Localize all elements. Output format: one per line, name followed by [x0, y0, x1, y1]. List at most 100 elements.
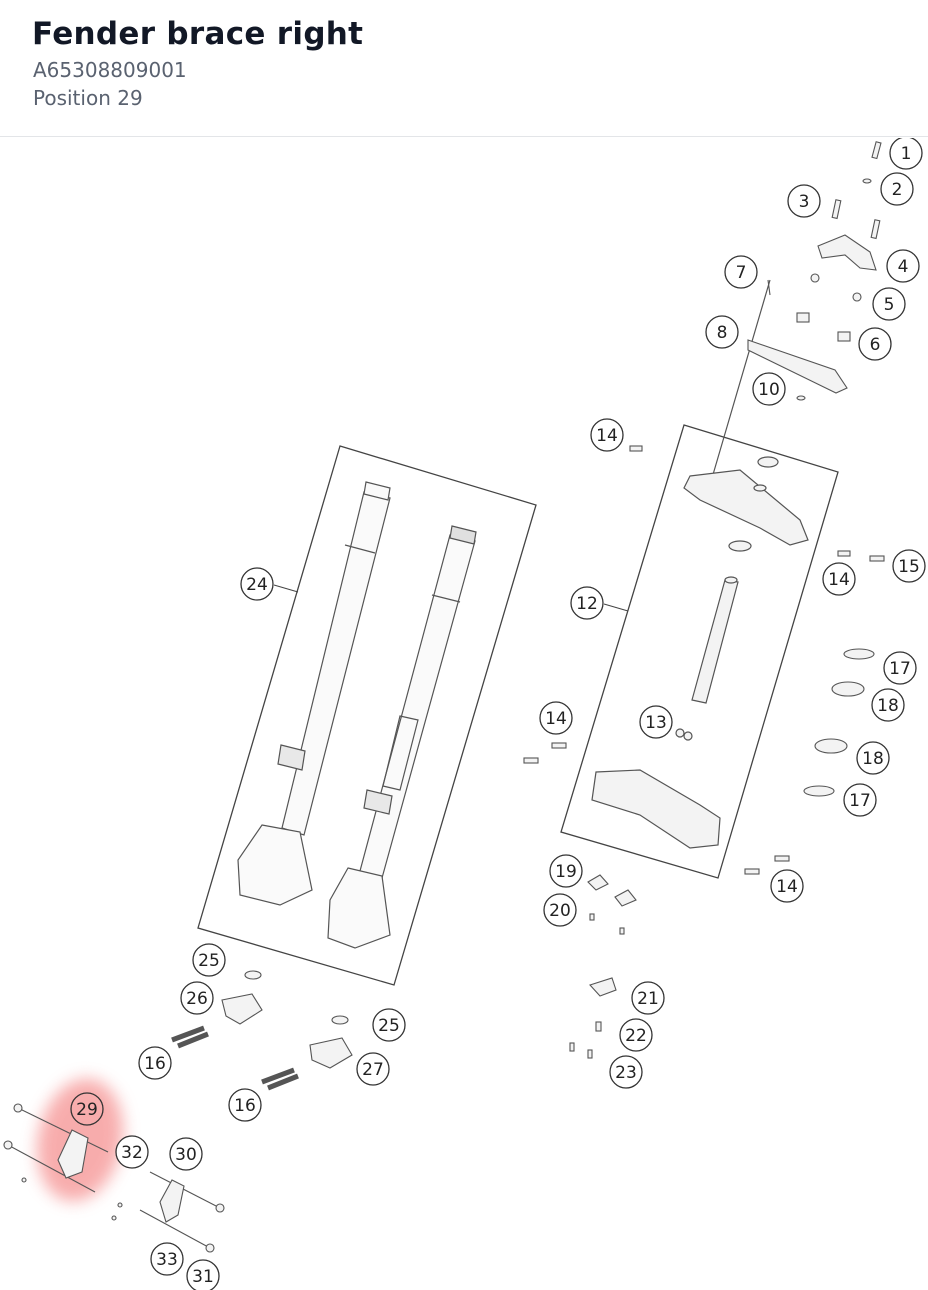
callout-14[interactable]: 14	[822, 562, 856, 596]
callout-19[interactable]: 19	[549, 854, 583, 888]
callout-17[interactable]: 17	[843, 783, 877, 817]
callout-label: 17	[849, 791, 871, 811]
callout-circle	[609, 1055, 643, 1089]
callout-16[interactable]: 16	[138, 1046, 172, 1080]
callout-circle	[883, 651, 917, 685]
callout-26[interactable]: 26	[180, 981, 214, 1015]
callout-circle	[822, 562, 856, 596]
callout-label: 25	[378, 1016, 400, 1036]
callout-13[interactable]: 13	[639, 705, 673, 739]
callout-circle	[619, 1018, 653, 1052]
callout-label: 12	[576, 594, 598, 614]
callout-27[interactable]: 27	[356, 1052, 390, 1086]
callout-circle	[770, 869, 804, 903]
triple-clamp-parts	[591, 279, 809, 849]
callout-label: 20	[549, 901, 571, 921]
callout-circle	[192, 943, 226, 977]
part-number: A65308809001	[33, 58, 187, 82]
callout-circle	[549, 854, 583, 888]
callout-12[interactable]: 12	[570, 586, 604, 620]
callout-4[interactable]: 4	[886, 249, 920, 283]
callout-29[interactable]: 29	[70, 1092, 104, 1126]
fender-brace-parts	[3, 1103, 225, 1253]
callout-circle	[787, 184, 821, 218]
triple-clamp-group-outline	[560, 424, 839, 879]
callout-label: 14	[545, 709, 567, 729]
callout-label: 7	[736, 263, 747, 283]
callout-label: 30	[175, 1145, 197, 1165]
callout-label: 16	[144, 1054, 166, 1074]
callout-circle	[169, 1137, 203, 1171]
callout-circle	[858, 327, 892, 361]
callout-label: 15	[898, 557, 920, 577]
callout-33[interactable]: 33	[150, 1242, 184, 1276]
callout-circle	[539, 701, 573, 735]
callout-32[interactable]: 32	[115, 1135, 149, 1169]
fork-leg-left	[237, 481, 391, 906]
callout-label: 8	[717, 323, 728, 343]
callout-label: 27	[362, 1060, 384, 1080]
callout-circle	[240, 567, 274, 601]
callout-circle	[886, 249, 920, 283]
callout-21[interactable]: 21	[631, 981, 665, 1015]
callout-20[interactable]: 20	[543, 893, 577, 927]
callout-circle	[372, 1008, 406, 1042]
callout-circle	[889, 138, 923, 170]
callout-2[interactable]: 2	[880, 172, 914, 206]
callout-circle	[639, 705, 673, 739]
callout-5[interactable]: 5	[872, 287, 906, 321]
callout-30[interactable]: 30	[169, 1137, 203, 1171]
leader-lines	[273, 584, 629, 612]
callout-circle	[543, 893, 577, 927]
callout-17[interactable]: 17	[883, 651, 917, 685]
callout-label: 14	[776, 877, 798, 897]
callout-circle	[590, 418, 624, 452]
callout-6[interactable]: 6	[858, 327, 892, 361]
callout-label: 14	[596, 426, 618, 446]
callout-3[interactable]: 3	[787, 184, 821, 218]
callout-circle	[872, 287, 906, 321]
callout-label: 5	[884, 295, 895, 315]
callout-label: 10	[758, 380, 780, 400]
callout-circle	[115, 1135, 149, 1169]
callout-10[interactable]: 10	[752, 372, 786, 406]
callout-circle	[843, 783, 877, 817]
callout-25[interactable]: 25	[372, 1008, 406, 1042]
callout-14[interactable]: 14	[539, 701, 573, 735]
callout-18[interactable]: 18	[856, 741, 890, 775]
callout-circle	[228, 1088, 262, 1122]
callout-circle	[705, 315, 739, 349]
callout-1[interactable]: 1	[889, 138, 923, 170]
callout-circle	[356, 1052, 390, 1086]
callout-label: 23	[615, 1063, 637, 1083]
top-small-parts	[523, 141, 885, 875]
callout-14[interactable]: 14	[770, 869, 804, 903]
callout-circle	[880, 172, 914, 206]
callout-label: 33	[156, 1250, 178, 1270]
callout-label: 2	[892, 180, 903, 200]
callout-label: 4	[898, 257, 909, 277]
callout-31[interactable]: 31	[186, 1259, 220, 1290]
callout-15[interactable]: 15	[892, 549, 926, 583]
fork-leg-right	[327, 525, 477, 949]
callout-circle	[570, 586, 604, 620]
callout-circle	[752, 372, 786, 406]
callout-24[interactable]: 24	[240, 567, 274, 601]
callout-7[interactable]: 7	[724, 255, 758, 289]
callout-23[interactable]: 23	[609, 1055, 643, 1089]
callout-label: 17	[889, 659, 911, 679]
callout-label: 18	[862, 749, 884, 769]
callout-label: 22	[625, 1026, 647, 1046]
callout-circle	[138, 1046, 172, 1080]
callout-14[interactable]: 14	[590, 418, 624, 452]
callout-22[interactable]: 22	[619, 1018, 653, 1052]
callout-16[interactable]: 16	[228, 1088, 262, 1122]
callout-label: 14	[828, 570, 850, 590]
callout-18[interactable]: 18	[871, 688, 905, 722]
callout-circle	[180, 981, 214, 1015]
callout-8[interactable]: 8	[705, 315, 739, 349]
callout-label: 6	[870, 335, 881, 355]
callout-25[interactable]: 25	[192, 943, 226, 977]
callout-label: 1	[901, 144, 912, 164]
